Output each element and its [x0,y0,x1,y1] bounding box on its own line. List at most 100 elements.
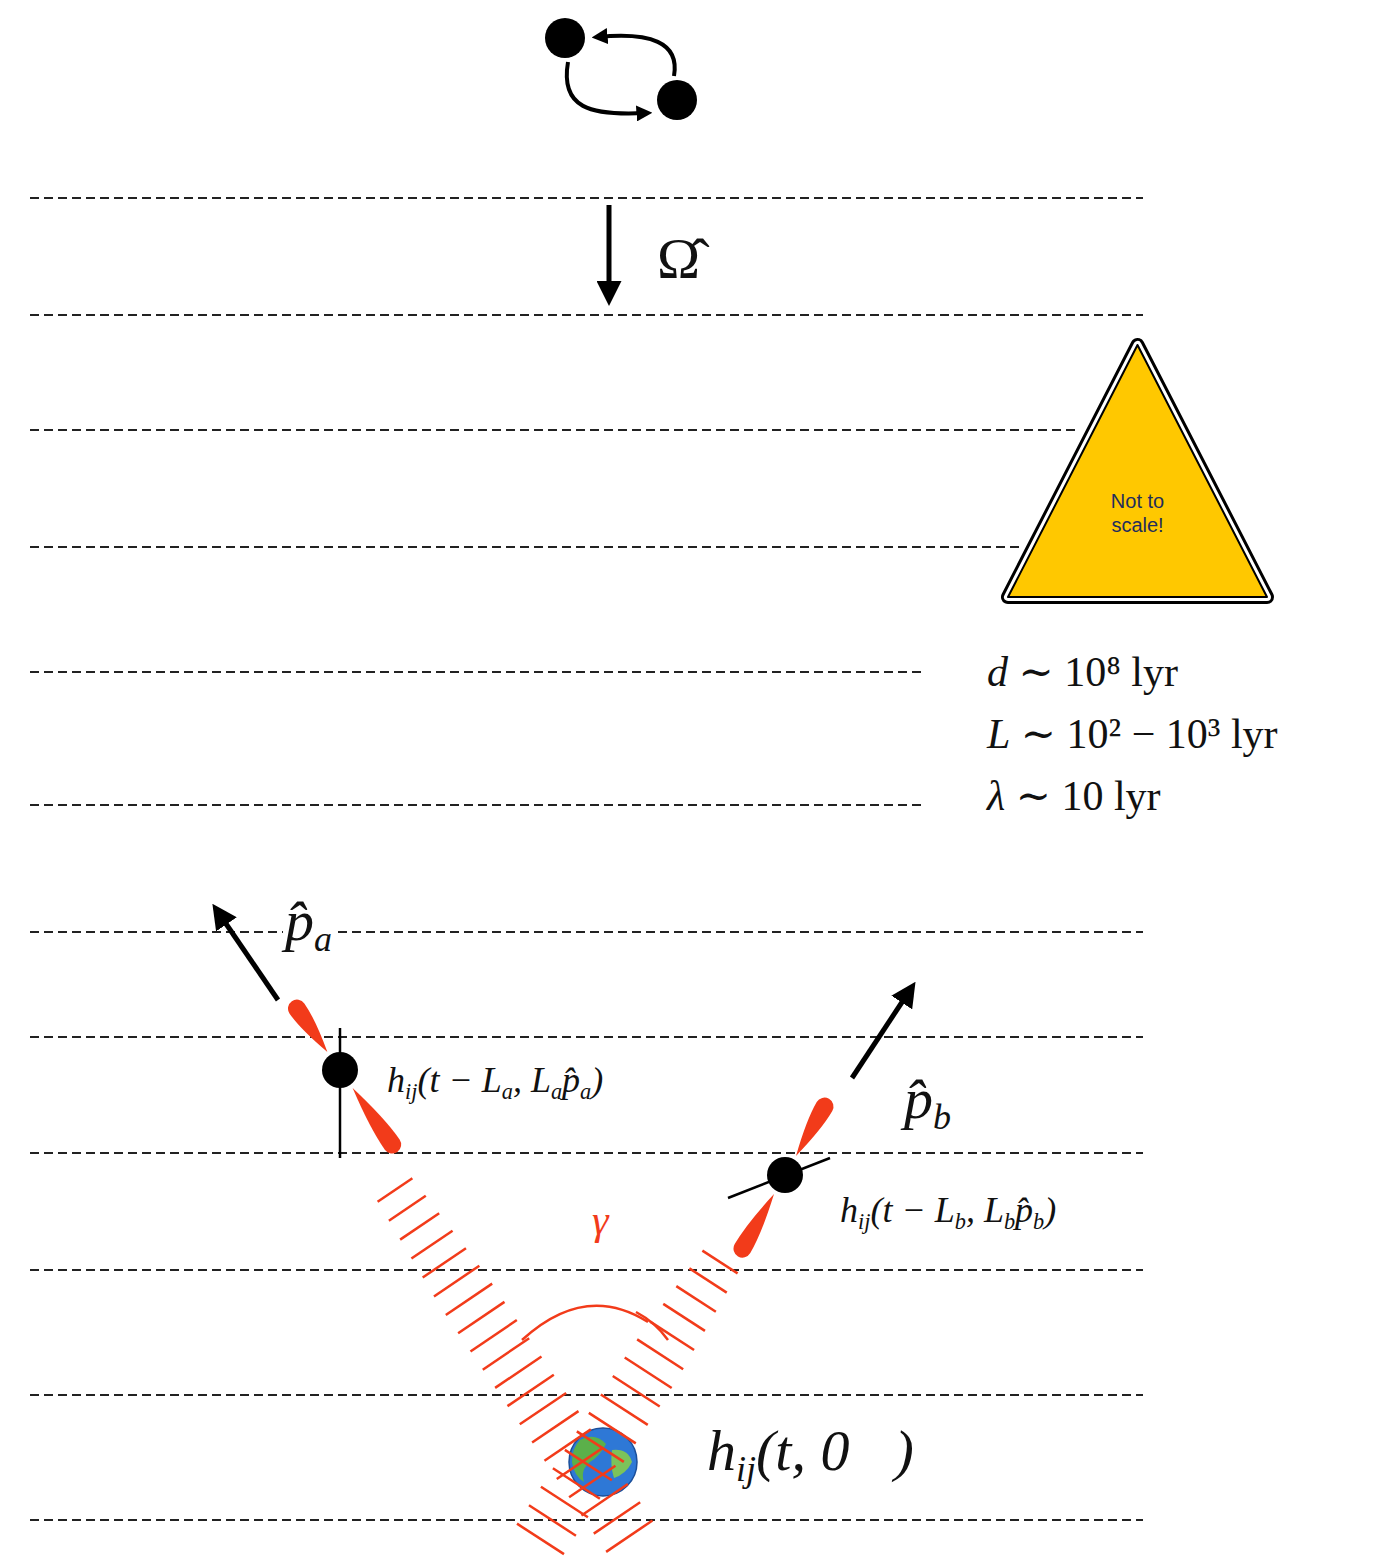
photon-hatch [529,1505,576,1535]
photon-hatch [520,1393,566,1424]
strain-label: hij(t − Lb, Lbp̂b) [838,1190,1058,1231]
earth-land [611,1450,632,1478]
text-run: a [551,1079,562,1104]
strain-label: hij(t − La, Lap̂a) [385,1060,605,1101]
text-run: h [840,1190,858,1230]
photon-label: γ [590,1196,611,1244]
photon-paths [522,1306,668,1340]
photon-wavefronts [378,1178,738,1554]
wavefront-line [30,1519,1143,1521]
text-run: a [580,1079,591,1104]
photon-hatch [689,1268,726,1292]
photon-hatch [532,1411,578,1442]
wavefront-line [30,931,1143,933]
wavefront-line [30,546,1020,548]
text-run: h [387,1060,405,1100]
text-run: λ [987,773,1005,819]
strain-label: hij(t, 0⃗) [705,1418,916,1485]
photon-hatch [676,1286,716,1312]
text-run: ij [858,1209,870,1234]
orbit-arrow [567,62,646,114]
propagation-arrow [607,205,612,296]
text-run: p̂ [562,1060,580,1100]
binary-star [545,18,585,58]
text-run: , L [513,1060,551,1100]
spin-axis [728,1158,830,1198]
direction-arrow [852,990,910,1078]
text-run: ∼ 10⁸ lyr [1008,649,1178,695]
photon-hatch [650,1322,694,1350]
pulsars [218,912,910,1261]
photon-hatch [411,1231,452,1259]
wavefront-line [30,1394,1143,1396]
wavefront-line [30,671,925,673]
pulsar-dot [767,1157,803,1193]
text-run: (t, 0⃗) [756,1418,914,1483]
photon-hatch [378,1178,413,1202]
photon-hatch [594,1502,640,1533]
photon-hatch [544,1429,590,1460]
text-run: ∼ 10² − 10³ lyr [1010,711,1277,757]
photon-hatch [507,1375,553,1406]
text-run: b [955,1209,966,1234]
text-run: , L [966,1190,1004,1230]
text-run: ) [1044,1190,1056,1230]
photon-hatch [613,1376,660,1406]
photon-hatch [470,1320,516,1351]
text-run: ∼ 10 lyr [1005,773,1160,819]
text-run: Ω̂ [657,226,700,291]
wavefront-line [30,1269,1143,1271]
text-run: ) [591,1060,603,1100]
photon-hatch [606,1520,652,1551]
text-run: ij [736,1449,756,1489]
orbit-arrow [598,36,675,76]
text-run: b [933,1097,951,1137]
triangle-rim [1008,345,1267,597]
wavelength-note: λ ∼ 10 lyr [985,772,1163,820]
text-run: d [987,649,1008,695]
photon-hatch [495,1357,541,1388]
triangle-border [1008,345,1267,597]
photon-hatch [446,1284,492,1315]
warning-text: Not to scale! [1083,489,1193,537]
text-run: a [502,1079,513,1104]
photon-hatch [434,1266,479,1297]
photon-hatch [637,1339,683,1369]
text-run: (t − L [417,1060,501,1100]
photon-hatch [553,1468,600,1498]
photon-hatch [601,1394,648,1424]
wavefront-line [30,1152,1143,1154]
photon-hatch [581,1484,627,1515]
text-run: p̂ [1015,1190,1033,1230]
photon-hatch [589,1413,636,1443]
wave-direction-label: Ω̂ [655,226,702,293]
photon-hatch [625,1358,672,1388]
warning-triangle [1000,335,1275,605]
angle-arc [636,1312,668,1340]
distance-note: L ∼ 10² − 10³ lyr [985,710,1280,758]
text-run: p̂ [904,1066,933,1131]
photon-hatch [517,1524,564,1554]
text-run: L [987,711,1010,757]
pulsar-direction-label: p̂a [283,888,334,955]
photon-hatch [483,1338,529,1369]
spin-axis [339,1028,342,1158]
wavefronts [30,198,1143,1520]
photon-hatch [541,1487,588,1517]
photon-hatch [702,1251,737,1274]
angle-arc [522,1306,648,1340]
warning-sign: Not to scale! [1000,335,1275,605]
distance-note: d ∼ 10⁸ lyr [985,648,1180,696]
radio-beam [284,996,334,1057]
radio-beam [730,1190,782,1261]
warning-text-box: Not to scale! [1083,489,1193,537]
direction-arrow [218,912,278,1000]
wavefront-line [30,429,1080,431]
photon-hatch [577,1431,624,1461]
wavefront-line [30,197,1143,199]
text-run: γ [592,1197,609,1243]
wavefront-line [30,804,925,806]
text-run: ij [405,1079,417,1104]
pulsar-direction-label: p̂b [902,1066,953,1133]
triangle-fill [1008,345,1267,597]
